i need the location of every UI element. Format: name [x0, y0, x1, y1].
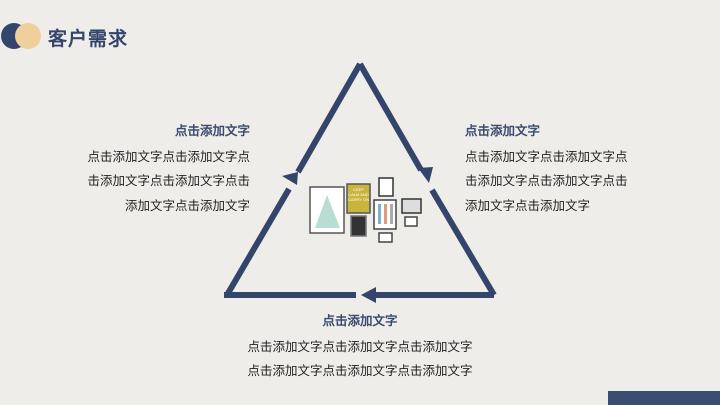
block-line: 点击添加文字点击添加文字点击添加文字 [247, 363, 473, 378]
block-line: 点击添加文字点击添加文字点击添加文字 [247, 338, 473, 354]
logo-circles-icon [1, 23, 41, 49]
text-block-left: 点击添加文字 点击添加文字点击添加文字点 击添加文字点击添加文字点击 添加文字点… [87, 119, 250, 218]
text-block-right: 点击添加文字 点击添加文字点击添加文字点 击添加文字点击添加文字点击 添加文字点… [465, 119, 628, 218]
picture-frames-illustration [309, 177, 422, 243]
block-line: 击添加文字点击添加文字点击 [87, 173, 250, 188]
block-line: 添加文字点击添加文字 [465, 197, 591, 213]
footer-accent-bar [608, 391, 720, 405]
block-line: 击添加文字点击添加文字点击 [465, 173, 628, 188]
block-heading: 点击添加文字 [465, 123, 541, 138]
block-line: 点击添加文字点击添加文字点 [465, 148, 628, 164]
text-block-bottom: 点击添加文字 点击添加文字点击添加文字点击添加文字 点击添加文字点击添加文字点击… [0, 309, 720, 384]
triangle-edge [429, 188, 497, 297]
poster-text: KEEP CALM AND CARRY ON [348, 187, 369, 202]
block-heading: 点击添加文字 [174, 123, 250, 138]
block-line: 点击添加文字点击添加文字点 [87, 148, 250, 164]
triangle-edge [224, 187, 292, 297]
page-title: 客户需求 [48, 28, 129, 50]
block-heading: 点击添加文字 [322, 313, 398, 328]
triangle-edge [357, 62, 424, 172]
triangle-edge [295, 62, 363, 174]
arrow-left-icon [361, 287, 376, 303]
arrow-down-icon [418, 167, 433, 183]
block-line: 添加文字点击添加文字 [124, 197, 250, 213]
arrow-up-icon [282, 172, 298, 185]
